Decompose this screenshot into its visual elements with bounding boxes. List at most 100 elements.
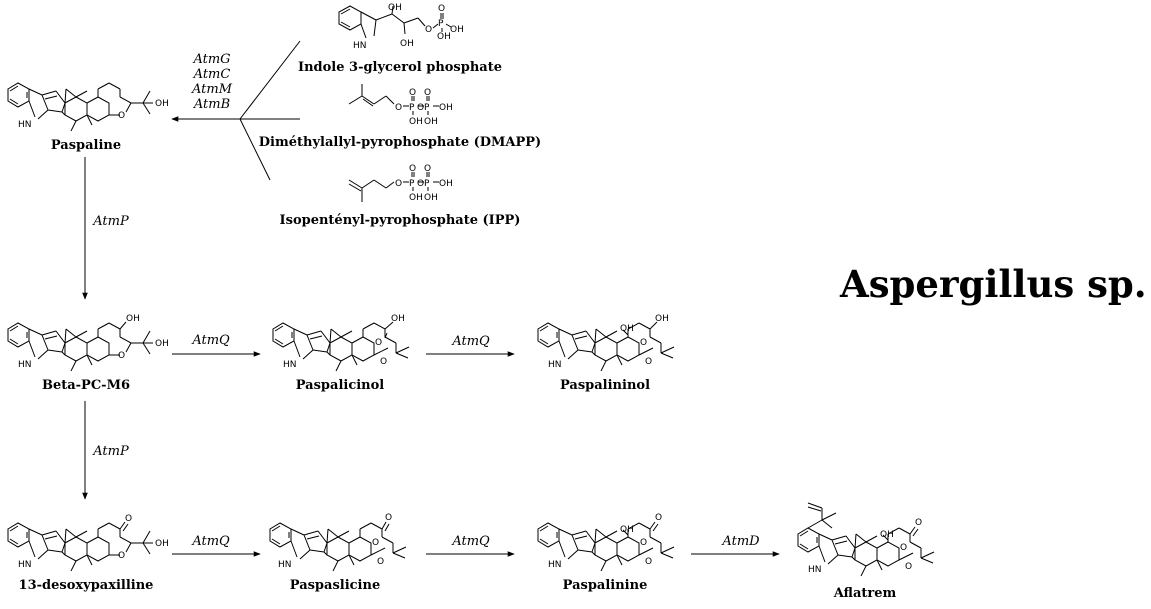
atom-label: HN [353, 41, 367, 51]
atom-label: OH [155, 99, 169, 109]
atom-label: O [425, 25, 432, 35]
atom-label: HN [18, 120, 32, 130]
atom-label: O [905, 562, 912, 572]
atom-label: OH [155, 339, 169, 349]
compound-name-paspalinine: Paspalinine [562, 578, 648, 593]
beta-pc-m6-structure: HN O OH OH [7, 314, 169, 372]
desoxypaxilline-structure: HN O O OH [7, 514, 169, 572]
atom-label: OH [400, 39, 414, 49]
atom-label: OH [880, 530, 894, 540]
atom-label: O [424, 88, 431, 98]
enzyme-atmm: AtmM [191, 82, 233, 97]
atom-label: OH [655, 314, 669, 324]
compound-name-paspalicinol: Paspalicinol [295, 378, 385, 393]
atom-label: OH [424, 193, 438, 203]
ipp-atom-labels: O O O P O P OH OH OH [395, 164, 453, 203]
atom-label: O [438, 4, 445, 14]
enzyme-label-atmq-1: AtmQ [192, 333, 230, 348]
atom-label: O [417, 103, 424, 113]
atom-label: OH [450, 25, 464, 35]
compound-name-paspaline: Paspaline [50, 138, 122, 153]
atom-label: OH [620, 525, 634, 535]
atom-label: HN [18, 360, 32, 370]
atom-label: P [409, 103, 415, 113]
indole-atom-labels: OH OH O P O OH OH HN [353, 3, 464, 51]
atom-label: O [640, 538, 647, 548]
substrate-convergence-lines [239, 40, 301, 181]
atom-label: OH [439, 103, 453, 113]
reaction-arrows [82, 157, 780, 557]
enzyme-label-atmd: AtmD [722, 534, 760, 549]
substrate-name-dmapp: Diméthylallyl-pyrophosphate (DMAPP) [258, 135, 542, 150]
dmapp-atom-labels: O O O P O P OH OH OH [395, 88, 453, 127]
compound-name-beta-pc-m6: Beta-PC-M6 [41, 378, 131, 393]
atom-label: OH [388, 3, 402, 13]
atom-label: O [395, 179, 402, 189]
atom-label: O [118, 111, 125, 121]
enzyme-atmc: AtmC [193, 67, 231, 82]
atom-label: P [424, 103, 430, 113]
atom-label: OH [126, 314, 140, 324]
paspalinine-structure: HN O O O OH [537, 513, 675, 572]
substrate-name-indole: Indole 3-glycerol phosphate [298, 60, 502, 75]
atom-label: OH [155, 539, 169, 549]
atom-label: O [372, 538, 379, 548]
atom-label: O [409, 88, 416, 98]
paspalicinol-structure: HN O O OH [272, 314, 410, 372]
atom-label: O [377, 557, 384, 567]
atom-label: O [380, 357, 387, 367]
atom-label: O [375, 338, 382, 348]
organism-title: Aspergillus sp. [840, 262, 1147, 306]
atom-label: HN [548, 560, 562, 570]
atom-label: O [645, 357, 652, 367]
enzyme-label-atmq-2: AtmQ [452, 334, 490, 349]
atom-label: OH [409, 193, 423, 203]
atom-label: O [900, 543, 907, 553]
ipp-structure [348, 172, 439, 202]
atom-label: OH [409, 117, 423, 127]
enzyme-atmb: AtmB [193, 97, 231, 112]
indole-3-glycerol-phosphate-structure [338, 5, 452, 39]
atom-label: P [424, 179, 430, 189]
atom-label: P [438, 19, 444, 29]
atom-label: HN [278, 560, 292, 570]
atom-label: O [385, 513, 392, 523]
atom-label: OH [437, 32, 451, 42]
enzyme-label-atmp-2: AtmP [93, 444, 129, 459]
atom-label: HN [283, 360, 297, 370]
atom-label: O [655, 513, 662, 523]
atom-label: O [424, 164, 431, 174]
substrate-name-ipp: Isopentényl-pyrophosphate (IPP) [279, 213, 521, 228]
compound-name-paspaslicine: Paspaslicine [289, 578, 381, 593]
atom-label: O [118, 351, 125, 361]
atom-label: HN [808, 565, 822, 575]
atom-label: P [409, 179, 415, 189]
atom-label: HN [18, 560, 32, 570]
atom-label: O [640, 338, 647, 348]
enzyme-label-atmp-1: AtmP [93, 214, 129, 229]
atom-label: O [395, 103, 402, 113]
atom-label: O [125, 514, 132, 524]
compound-name-13-desoxypaxilline: 13-desoxypaxilline [18, 578, 154, 593]
compound-name-paspalininol: Paspalininol [559, 378, 651, 393]
atom-label: OH [391, 314, 405, 324]
atom-label: OH [439, 179, 453, 189]
enzyme-label-atmq-4: AtmQ [452, 534, 490, 549]
enzyme-label-atmq-3: AtmQ [192, 534, 230, 549]
atom-label: HN [548, 360, 562, 370]
paspaline-structure: HN O OH [7, 82, 169, 132]
atom-label: O [915, 518, 922, 528]
atom-label: O [645, 557, 652, 567]
atom-label: O [409, 164, 416, 174]
compound-name-aflatrem: Aflatrem [833, 586, 897, 601]
enzyme-atmg: AtmG [193, 52, 231, 67]
paspalininol-structure: HN O O OH OH [537, 314, 675, 372]
atom-label: O [118, 551, 125, 561]
dmapp-structure [348, 84, 439, 115]
atom-label: OH [424, 117, 438, 127]
enzyme-label-first-step: AtmG AtmC AtmM AtmB [192, 52, 232, 112]
paspaslicine-structure: HN O O O [269, 513, 407, 572]
atom-label: OH [620, 324, 634, 334]
